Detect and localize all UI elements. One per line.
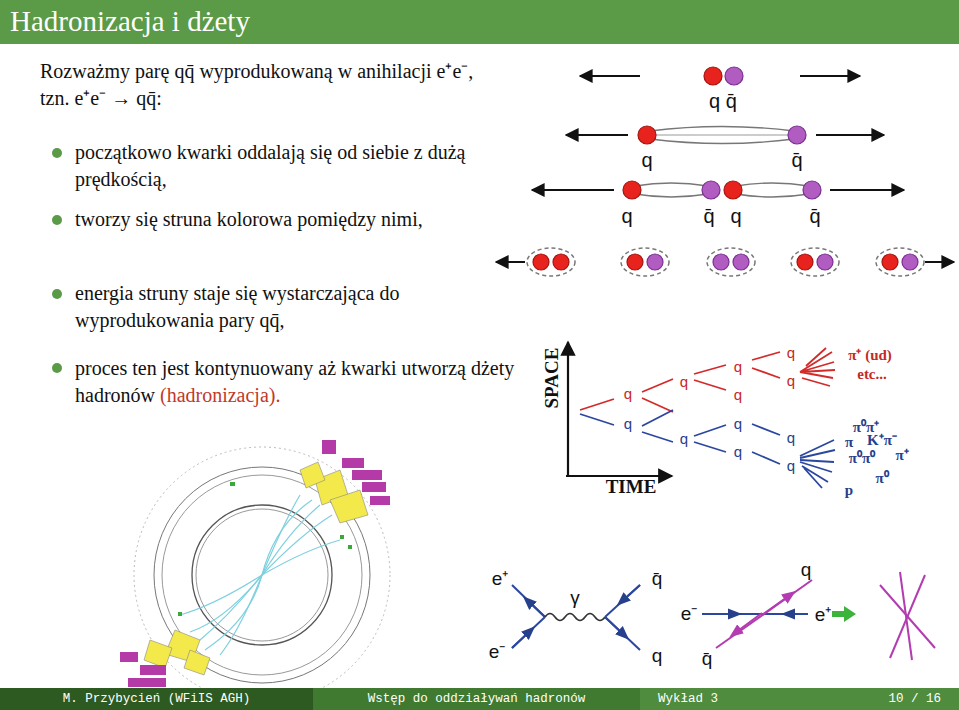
diagram-label: π⁰ (875, 471, 888, 486)
diagram-label: SPACE (542, 348, 561, 409)
feynman-crossing (702, 572, 935, 660)
diagram-label: TIME (606, 477, 657, 496)
diagram-label: q̄ (809, 206, 820, 226)
diagram-label: q (624, 416, 632, 431)
diagram-label: π⁰π⁰ (849, 451, 875, 466)
footer-text: M. Przybycień (WFiIS AGH) (63, 692, 251, 706)
hadron-ellipses (527, 248, 924, 276)
diagram-label: q q̄ (709, 91, 737, 111)
diagram-label: q (787, 345, 795, 360)
diagram-label: q (652, 646, 663, 665)
event-display (120, 440, 390, 703)
bullet-text: tworzy się struna kolorowa pomiędzy nimi… (75, 206, 515, 233)
spacetime-axes (566, 342, 672, 476)
diagram-label: e⁺ (815, 605, 832, 624)
diagram-label: q (734, 416, 742, 431)
footer-text: Wstęp do oddziaływań hadronów (368, 692, 586, 706)
diagram-label: q (734, 387, 742, 402)
diagram-label: q (787, 458, 795, 473)
title-bar (0, 0, 959, 44)
feynman-annihilation (512, 585, 640, 650)
diagram-label: q (621, 206, 632, 226)
diagram-label: q (641, 150, 652, 170)
diagram-label: γ (570, 588, 580, 607)
diagram-label: q̄ (702, 649, 713, 668)
bullet-paragraph: proces ten jest kontynuowany aż kwarki u… (75, 355, 515, 409)
bullet-text: Rozważmy parę qq̄ wyprodukowaną w anihil… (40, 58, 480, 112)
slide-title: Hadronizacja i dżety (10, 7, 250, 36)
color-strings (635, 127, 809, 198)
diagram-label: e⁺ (492, 569, 509, 588)
quark-balls (533, 67, 918, 270)
diagram-label: q̄ (791, 150, 802, 170)
footer-text: Wykład 3 (658, 692, 718, 706)
highlight-term: (hadronizacja). (160, 384, 280, 406)
footer-text: 10 / 16 (888, 692, 941, 706)
diagram-label: π (845, 435, 853, 450)
diagram-label: q (787, 430, 795, 445)
bullet-dots (52, 148, 62, 373)
diagram-label: q (734, 444, 742, 459)
diagram-label: p (845, 483, 853, 498)
diagram-label: q̄ (703, 206, 714, 226)
red-parton-lines (580, 348, 835, 412)
diagram-label: q (730, 206, 741, 226)
diagram-label: q (680, 374, 688, 389)
diagram-label: q (787, 373, 795, 388)
bullet-text: energia struny staje się wystarczająca d… (75, 280, 515, 334)
diagram-label: etc... (857, 367, 887, 382)
diagram-label: π⁺ (895, 448, 908, 463)
footer-band: Wstęp do oddziaływań hadronów (313, 688, 640, 710)
footer-band: M. Przybycień (WFiIS AGH) (0, 688, 313, 710)
diagram-label: e⁻ (681, 604, 698, 623)
diagram-label: q (680, 431, 688, 446)
diagram-label: q (734, 359, 742, 374)
diagram-label: q (801, 560, 812, 579)
diagram-label: q (624, 386, 632, 401)
diagram-label: q̄ (652, 569, 663, 588)
bullet-text: początkowo kwarki oddalają się od siebie… (75, 139, 515, 193)
bullet-text: proces ten jest kontynuowany aż kwarki u… (75, 357, 514, 406)
motion-arrows (496, 76, 954, 262)
diagram-label: π⁺ (ud) (848, 348, 892, 363)
diagram-label: e⁻ (489, 642, 506, 661)
diagram-label: K⁺π⁻ (867, 433, 897, 448)
footer-band: Wykład 3 10 / 16 (640, 688, 959, 710)
